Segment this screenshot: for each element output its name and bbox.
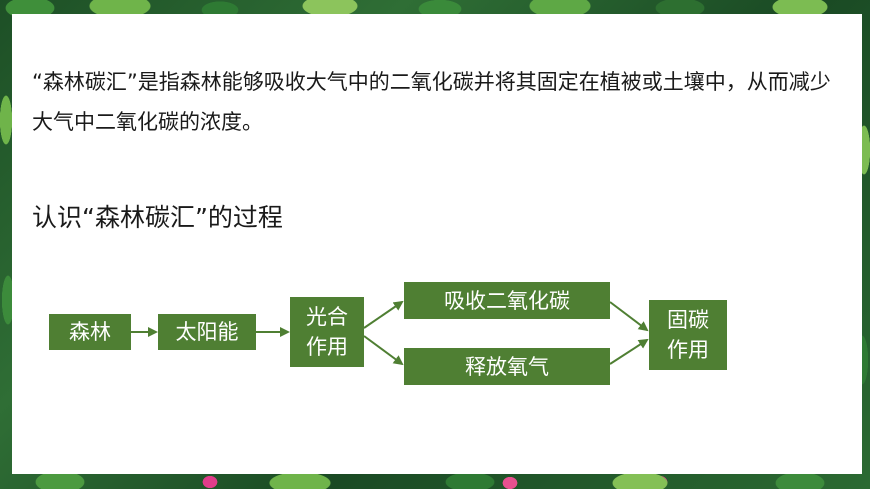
section-subtitle: 认识“森林碳汇”的过程 bbox=[32, 203, 283, 232]
node-carbon-fixation-label: 固碳作用 bbox=[667, 308, 709, 362]
node-absorb-co2: 吸收二氧化碳 bbox=[404, 282, 610, 319]
node-photosynthesis-label: 光合作用 bbox=[306, 305, 348, 359]
node-carbon-fixation: 固碳作用 bbox=[649, 300, 727, 370]
content-panel bbox=[12, 14, 862, 474]
node-release-oxygen: 释放氧气 bbox=[404, 348, 610, 385]
node-solar-energy: 太阳能 bbox=[158, 314, 256, 350]
node-photosynthesis: 光合作用 bbox=[290, 297, 364, 367]
intro-paragraph: “森林碳汇”是指森林能够吸收大气中的二氧化碳并将其固定在植被或土壤中，从而减少大… bbox=[32, 70, 831, 134]
node-forest: 森林 bbox=[49, 314, 131, 350]
